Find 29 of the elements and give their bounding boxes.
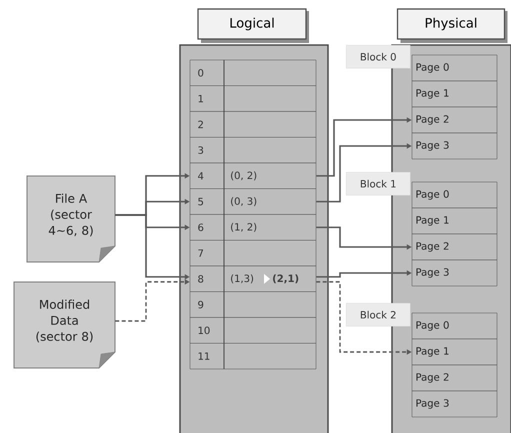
page-cell: Page 3	[412, 132, 498, 160]
table-row: 11	[190, 342, 316, 370]
block-tag: Block 1	[346, 172, 410, 196]
page-cell: Page 1	[412, 338, 498, 366]
page-cell: Page 2	[412, 364, 498, 392]
header-tab: Physical	[396, 8, 508, 43]
page-cell: Page 2	[412, 106, 498, 134]
page-cell: Page 1	[412, 80, 498, 108]
page-cell: Page 2	[412, 234, 498, 260]
page-cell: Page 0	[412, 312, 498, 340]
table-row: 1	[190, 85, 316, 112]
table-row: 9	[190, 291, 316, 318]
page-cell: Page 3	[412, 390, 498, 418]
header-tab: Logical	[197, 8, 309, 43]
table-row: 6 (1, 2)	[190, 214, 316, 241]
page-cell: Page 0	[412, 182, 498, 208]
table-row: 8 (1,3) (2,1)	[190, 266, 316, 292]
table-row: 4 (0, 2)	[190, 162, 316, 190]
page-cell: Page 1	[412, 208, 498, 234]
page-cell: Page 0	[412, 54, 498, 82]
block-tag: Block 2	[346, 303, 410, 326]
block-tag: Block 0	[346, 45, 410, 68]
table-row: 5 (0, 3)	[190, 188, 316, 215]
table-row: 7	[190, 240, 316, 266]
table-row: 3	[190, 136, 316, 164]
table-row: 10	[190, 317, 316, 344]
table-row: 0	[190, 60, 316, 86]
table-row: 2	[190, 111, 316, 138]
page-cell: Page 3	[412, 260, 498, 286]
